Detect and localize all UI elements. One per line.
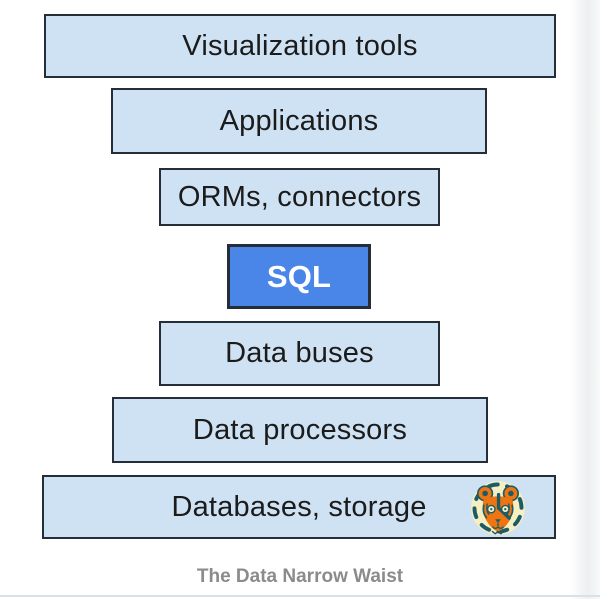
- layer-label: Data buses: [225, 337, 374, 369]
- layer-label: ORMs, connectors: [177, 180, 422, 213]
- layer-data-processors: Data processors: [112, 397, 488, 463]
- layer-label: Data processors: [192, 413, 408, 446]
- layer-label: Databases, storage: [171, 490, 427, 523]
- layer-label: Applications: [219, 104, 379, 137]
- diagram-caption: The Data Narrow Waist: [196, 566, 404, 587]
- layer-label: SQL: [266, 258, 332, 294]
- tiger-logo-icon: [471, 481, 525, 535]
- layer-visualization-tools: Visualization tools: [44, 14, 556, 78]
- layer-databases-storage: Databases, storage: [42, 475, 556, 539]
- layer-data-buses: Data buses: [159, 321, 440, 386]
- layer-orms-connectors: ORMs, connectors: [159, 168, 440, 226]
- right-edge-shadow: [570, 0, 600, 599]
- page-bottom-divider: [0, 595, 600, 597]
- layer-label: Visualization tools: [182, 29, 418, 62]
- layer-applications: Applications: [111, 88, 487, 154]
- layer-sql-narrow-waist: SQL: [227, 244, 371, 309]
